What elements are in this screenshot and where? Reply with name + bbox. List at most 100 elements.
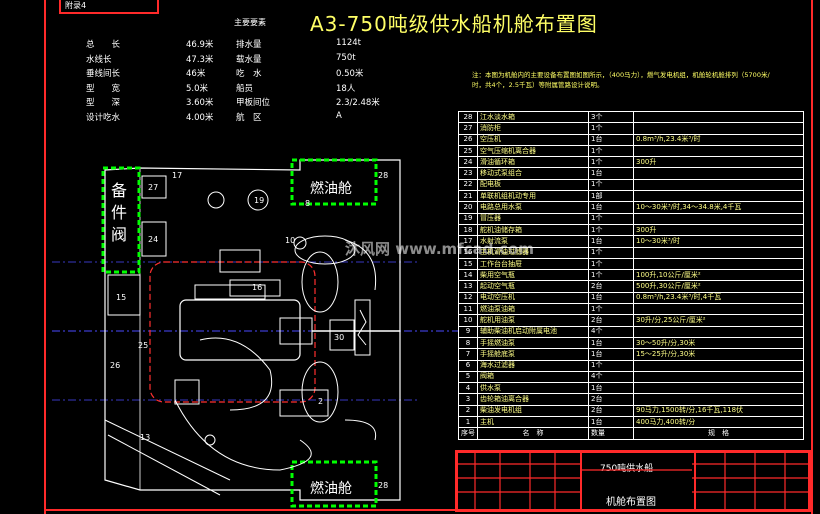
equipment-name: 舵机油储存箱 [477,223,589,237]
equipment-name: 舵机用油泵 [477,314,589,327]
equipment-name: 江水淡水箱 [477,110,589,124]
equipment-name: 柴油发电机组 [477,404,589,418]
equipment-qty: 4个 [588,325,634,338]
equipment-name: 配电板 [477,178,589,192]
particular-value: 46.9米 [186,40,214,50]
equipment-spec [633,382,804,395]
equipment-qty: 1台 [588,416,634,429]
particular-label: 吃 水 [236,69,262,79]
equipment-qty: 1个 [588,212,634,225]
svg-text:2: 2 [318,397,323,406]
equipment-qty: 1个 [588,178,634,192]
equipment-spec [633,110,804,124]
box-15 [107,274,141,316]
equipment-n: 5 [458,370,478,384]
equipment-spec: 300升 [633,156,804,169]
equipment-qty: 1台 [588,348,634,361]
equipment-name: 齿轮箱油离合器 [477,393,589,406]
generator-2 [279,389,329,417]
pump-19 [247,189,269,211]
svg-text:16: 16 [252,283,262,292]
equipment-spec [633,122,804,135]
equipment-n: 15 [458,257,478,271]
equipment-qty: 1个 [588,303,634,316]
equipment-list-header: 序号 名 称 数量 规 格 [458,427,804,440]
box-16 [229,279,281,297]
equipment-spec: 30升/分,25公斤/厘米² [633,314,804,327]
equipment-spec: 0.8m³/h,23.4米³/时,4千瓦 [633,291,804,305]
particular-label: 型 宽 [86,83,121,94]
equipment-spec [633,178,804,192]
box-14 [174,379,200,405]
equipment-n: 22 [458,178,478,192]
equipment-n: 12 [458,291,478,305]
svg-text:28: 28 [378,171,388,180]
equipment-name: 滑油循环箱 [477,156,589,169]
equipment-qty: 1个 [588,144,634,158]
equipment-n: 23 [458,167,478,180]
equipment-spec: 300升 [633,223,804,237]
particular-value: 3.60米 [186,98,214,108]
fuel-tank-top [290,158,378,206]
main-engine [179,299,301,361]
fuel-tank-bottom-label: 燃油舱 [310,481,352,497]
svg-text:30: 30 [334,333,344,342]
particulars-heading: 主要要素 [234,18,266,27]
particular-value: 750t [336,52,356,63]
svg-text:28: 28 [378,481,388,490]
svg-text:19: 19 [254,196,264,205]
project-name: 750吨供水船 [600,464,654,474]
equipment-name: 手摇燃油泵 [477,336,589,350]
equipment-name: 电路总用水泵 [477,201,589,214]
equipment-n: 25 [458,144,478,158]
equipment-qty: 2台 [588,404,634,418]
particular-value: 46米 [186,69,206,79]
equipment-qty: 1个 [588,359,634,372]
equipment-qty: 1台 [588,133,634,146]
equipment-n: 17 [458,235,478,248]
generator-1 [219,249,261,273]
particular-label: 型 深 [86,98,121,108]
equipment-n: 9 [458,325,478,338]
svg-text:13: 13 [140,433,150,442]
equipment-qty: 1个 [588,223,634,237]
equipment-spec: 15～25升/分,30米 [633,348,804,361]
equipment-n: 3 [458,393,478,406]
equipment-qty: 2台 [588,393,634,406]
equipment-n: 19 [458,212,478,225]
equipment-qty: 1部 [588,190,634,203]
svg-text:15: 15 [116,293,126,302]
equipment-spec [633,144,804,158]
equipment-qty: 1个 [588,257,634,271]
particular-label: 总 长 [86,40,121,50]
equipment-spec [633,393,804,406]
equipment-spec [633,190,804,203]
spare-valve-box [101,166,141,274]
equipment-n: 4 [458,382,478,395]
equipment-spec [633,325,804,338]
equipment-spec [633,370,804,384]
equipment-spec: 500升,30公斤/厘米² [633,280,804,293]
equipment-n: 16 [458,246,478,259]
particular-value: 18人 [336,83,356,94]
